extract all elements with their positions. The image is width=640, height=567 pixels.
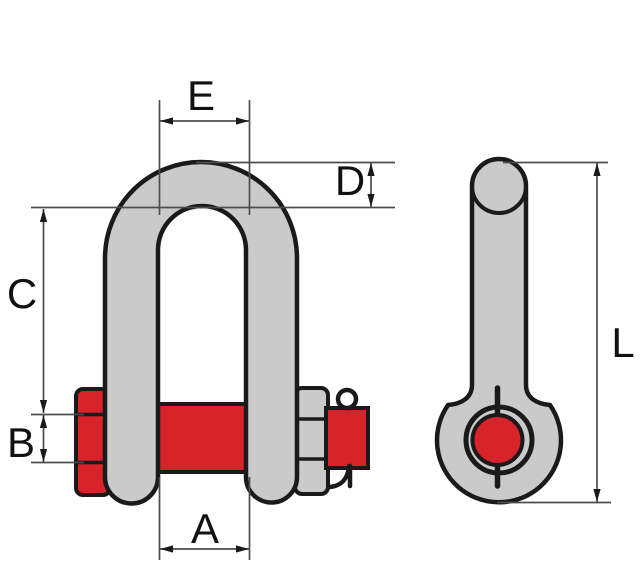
shackle-pin: [148, 402, 254, 474]
arrowhead-right-icon: [236, 117, 249, 125]
arrowhead-down-icon: [367, 194, 375, 207]
arrowhead-down-icon: [593, 489, 601, 502]
bow-section-circle: [470, 157, 528, 215]
arrowhead-down-icon: [39, 400, 48, 413]
label-l: L: [611, 319, 634, 366]
arrowhead-right-icon: [236, 545, 249, 553]
pin-end: [324, 406, 370, 470]
arrowhead-down-icon: [39, 449, 48, 462]
label-d: D: [335, 157, 365, 204]
label-a: A: [191, 505, 219, 552]
pin-end-face: [470, 413, 525, 467]
label-e: E: [187, 72, 215, 119]
front-view: [74, 159, 370, 506]
dimension-layer: [31, 100, 611, 560]
label-b: B: [7, 419, 35, 466]
arrowhead-up-icon: [593, 163, 601, 176]
shackle-bow: [102, 159, 300, 506]
label-c: C: [7, 270, 37, 317]
hex-nut: [293, 386, 330, 496]
arrowhead-left-icon: [160, 117, 173, 125]
arrowhead-up-icon: [39, 209, 48, 222]
arrowhead-left-icon: [160, 545, 173, 553]
side-view: [434, 156, 564, 505]
arrowhead-up-icon: [367, 163, 375, 176]
cotter-pin-loop-icon: [335, 387, 359, 411]
cotter-pin-bent-prong: [327, 463, 352, 490]
arrowheads: [39, 117, 601, 553]
dimension-labels: E D C B A L: [7, 72, 635, 552]
arrowhead-up-icon: [39, 415, 48, 428]
